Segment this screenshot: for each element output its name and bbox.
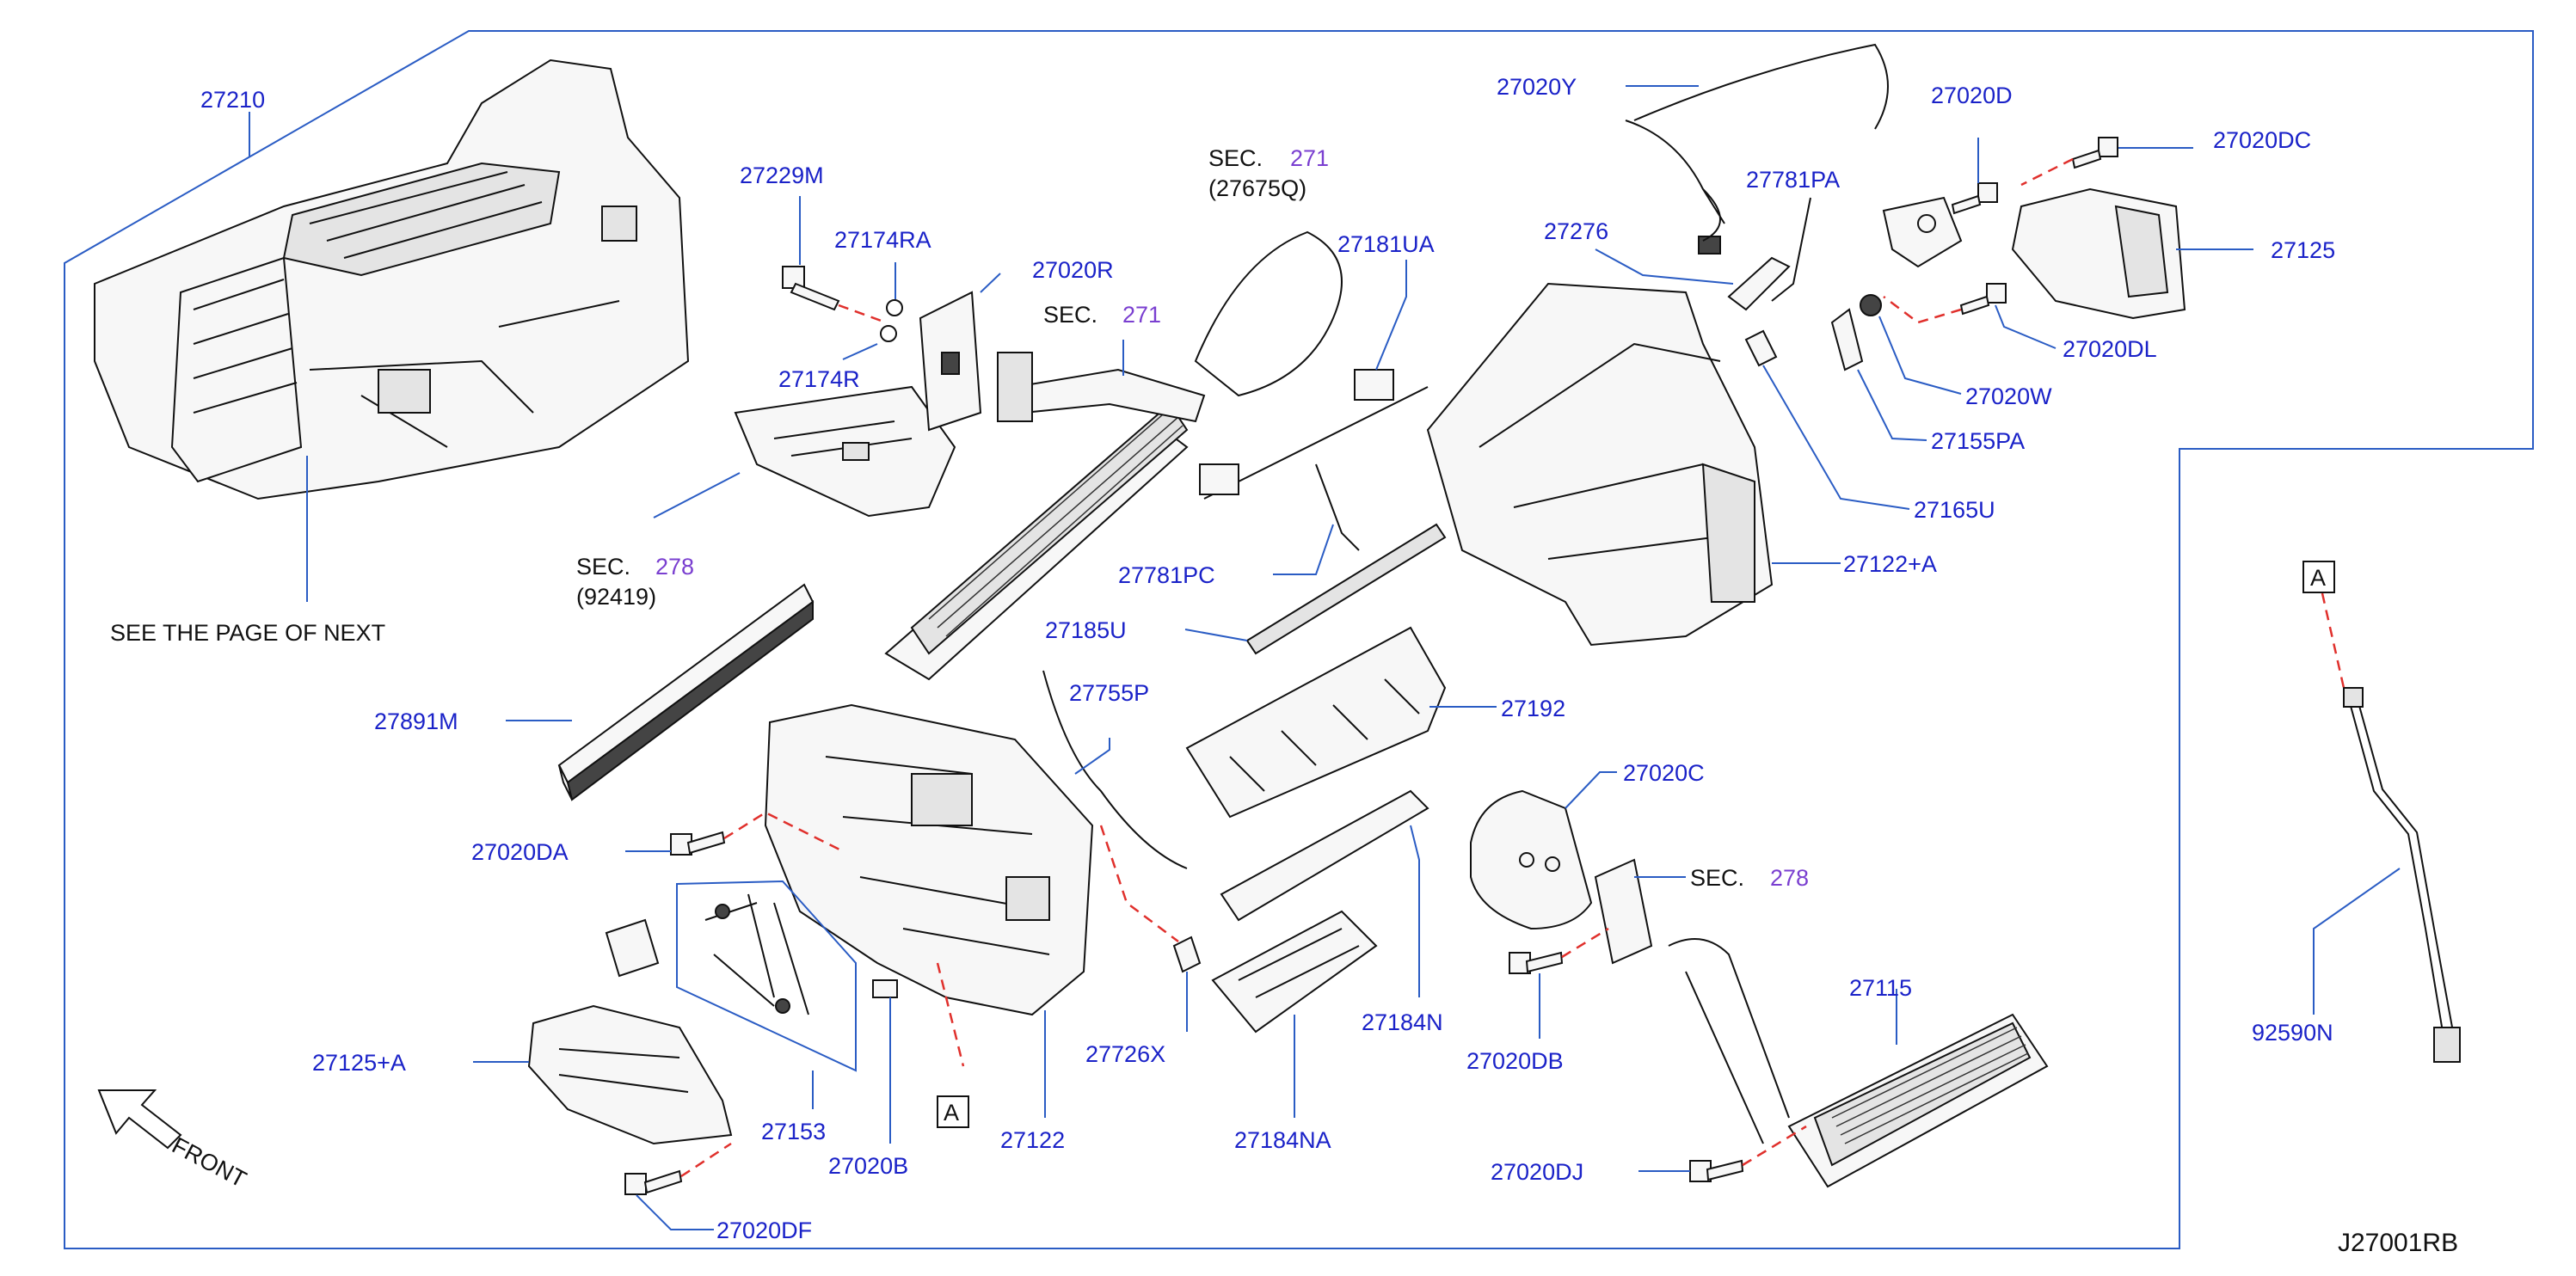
linkage-27153 <box>704 893 809 1015</box>
hvac-assembly-27210 <box>94 58 690 500</box>
o-ring-27174R <box>880 325 897 342</box>
screw-27020DF <box>624 1169 683 1195</box>
label-27020R: 27020R <box>1032 257 1114 283</box>
screw-27020D <box>1951 182 1998 215</box>
label-92419: (92419) <box>576 584 656 610</box>
label-27020B: 27020B <box>828 1153 908 1179</box>
label-27020C: 27020C <box>1623 760 1705 786</box>
link-27165U <box>1744 329 1778 367</box>
wire-27755P <box>1042 670 1188 869</box>
clip-27020B <box>872 979 898 998</box>
label-27125A: 27125+A <box>312 1050 406 1076</box>
label-27165U: 27165U <box>1914 497 1995 523</box>
front-arrow-icon <box>97 1089 182 1150</box>
label-see-next-page: SEE THE PAGE OF NEXT <box>110 620 385 646</box>
label-27122: 27122 <box>1000 1127 1065 1153</box>
gear-27020W <box>1860 294 1882 316</box>
harness-27020Y <box>1625 43 1889 242</box>
label-27181UA: 27181UA <box>1337 231 1435 257</box>
label-92590N: 92590N <box>2252 1020 2333 1046</box>
label-27020DB: 27020DB <box>1466 1048 1564 1074</box>
mode-door-27192 <box>1185 626 1447 819</box>
label-27276: 27276 <box>1544 218 1608 244</box>
marker-box-a2 <box>2302 561 2335 593</box>
label-sec278-right-num: 278 <box>1770 865 1809 891</box>
label-27781PA: 27781PA <box>1746 167 1840 193</box>
sensor-27726X <box>1172 936 1202 973</box>
label-27229M: 27229M <box>740 163 824 188</box>
linkage-group-box <box>676 880 857 1072</box>
screw-27020DB <box>1509 951 1564 974</box>
screw-27020DC <box>2071 137 2118 169</box>
label-sec271-mid: SEC. <box>1043 302 1097 328</box>
seal-27675Q <box>1194 230 1343 397</box>
link-27181UA <box>1199 369 1429 551</box>
bracket-sec278 <box>1594 858 1653 965</box>
heater-case-lower-27122 <box>764 703 1094 1016</box>
marker-a1-text: A <box>944 1100 959 1126</box>
diagram-code: J27001RB <box>2338 1229 2458 1257</box>
actuator-27020D <box>1882 196 1963 268</box>
label-sec278-num: 278 <box>655 554 694 580</box>
bolt-27229M <box>782 266 840 311</box>
pipe-92590N <box>2343 687 2461 1063</box>
diagram-frame <box>64 30 2534 1249</box>
label-27020W: 27020W <box>1965 383 2052 409</box>
label-27020DF: 27020DF <box>716 1218 812 1243</box>
label-27184NA: 27184NA <box>1234 1127 1331 1153</box>
duct-27184NA <box>1211 910 1378 1034</box>
cover-27020C <box>1470 789 1593 930</box>
label-27184N: 27184N <box>1362 1009 1443 1035</box>
screw-27020DL <box>1959 283 2007 316</box>
marker-a2-text: A <box>2310 565 2326 591</box>
bracket-27020R <box>919 291 982 432</box>
marker-box-a1 <box>937 1095 969 1128</box>
label-27781PC: 27781PC <box>1118 562 1215 588</box>
label-27185U: 27185U <box>1045 617 1127 643</box>
label-27210: 27210 <box>200 87 265 113</box>
rod-27781PA <box>1771 197 1811 302</box>
screw-27020DA <box>670 831 726 856</box>
actuator-left <box>605 918 660 978</box>
label-27020DA: 27020DA <box>471 839 569 865</box>
lever-27185U <box>1245 523 1447 655</box>
label-27020Y: 27020Y <box>1497 74 1577 100</box>
lever-27155PA <box>1830 308 1864 371</box>
label-27174R: 27174R <box>778 366 860 392</box>
label-27020DL: 27020DL <box>2063 336 2157 362</box>
label-sec278-right: SEC. <box>1690 865 1744 891</box>
label-27020DC: 27020DC <box>2213 127 2311 153</box>
label-27755P: 27755P <box>1069 680 1149 706</box>
label-sec278: SEC. <box>576 554 630 580</box>
label-27726X: 27726X <box>1085 1041 1165 1067</box>
label-27125: 27125 <box>2271 237 2335 263</box>
label-27174RA: 27174RA <box>834 227 931 253</box>
blower-27125A <box>527 1004 733 1145</box>
heater-case-upper-27122A <box>1426 282 1774 647</box>
label-27153: 27153 <box>761 1119 826 1144</box>
label-27192: 27192 <box>1501 696 1565 721</box>
duct-27184N <box>1220 789 1429 922</box>
label-27675Q: (27675Q) <box>1208 175 1306 201</box>
label-27155PA: 27155PA <box>1931 428 2025 454</box>
label-27891M: 27891M <box>374 709 458 734</box>
label-27020D: 27020D <box>1931 83 2013 108</box>
o-ring-27174RA <box>886 299 903 316</box>
evaporator-core <box>884 352 1206 681</box>
front-label: FRONT <box>168 1132 250 1193</box>
blower-housing-27125 <box>2011 187 2186 320</box>
label-27122A: 27122+A <box>1843 551 1937 577</box>
cooling-unit-cover <box>734 385 956 518</box>
label-sec271-mid-num: 271 <box>1122 302 1161 328</box>
heater-core-27115 <box>1668 938 2049 1188</box>
label-27115: 27115 <box>1849 975 1912 1001</box>
label-sec271-top: SEC. <box>1208 145 1263 171</box>
label-sec271-top-num: 271 <box>1290 145 1329 171</box>
label-27020DJ: 27020DJ <box>1491 1159 1583 1185</box>
cabin-filter-27891M <box>557 583 815 801</box>
screw-27020DJ <box>1689 1159 1744 1182</box>
